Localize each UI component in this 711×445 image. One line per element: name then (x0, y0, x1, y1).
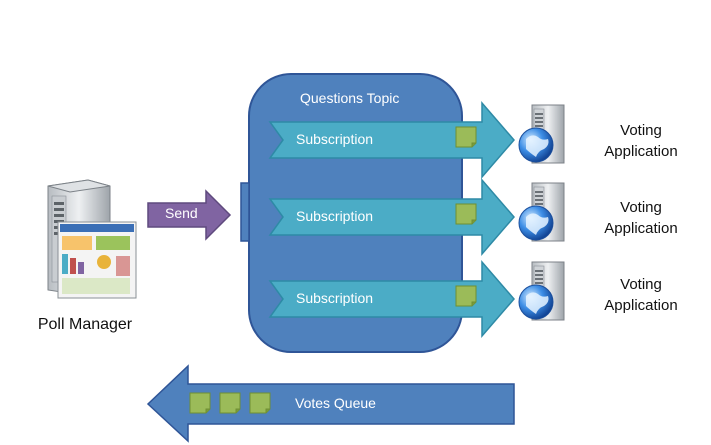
globe-server-icon (518, 182, 565, 242)
voting-application-label-1: Voting Application (604, 122, 678, 160)
message-icon (189, 392, 211, 414)
send-arrow (147, 189, 232, 241)
subscription-label-2: Subscription (296, 208, 374, 224)
voting-application-label-3: Voting Application (604, 276, 678, 314)
globe-server-icon (518, 104, 565, 164)
subscription-arrow-1 (268, 100, 515, 180)
poll-manager-label: Poll Manager (37, 316, 133, 333)
topic-inlet-bar (240, 182, 250, 242)
message-icon (455, 203, 477, 225)
votes-queue-label: Votes Queue (295, 395, 376, 411)
subscription-label-1: Subscription (296, 131, 374, 147)
votes-queue-arrow (146, 364, 515, 443)
send-label: Send (165, 205, 198, 221)
poll-manager-server-icon (47, 179, 137, 299)
subscription-label-3: Subscription (296, 290, 374, 306)
subscription-arrow-3 (268, 259, 515, 339)
questions-topic-title: Questions Topic (300, 90, 400, 106)
message-icon (455, 126, 477, 148)
message-icon (219, 392, 241, 414)
subscription-arrow-2 (268, 177, 515, 257)
voting-application-label-2: Voting Application (604, 199, 678, 237)
message-icon (249, 392, 271, 414)
globe-server-icon (518, 261, 565, 321)
message-icon (455, 285, 477, 307)
